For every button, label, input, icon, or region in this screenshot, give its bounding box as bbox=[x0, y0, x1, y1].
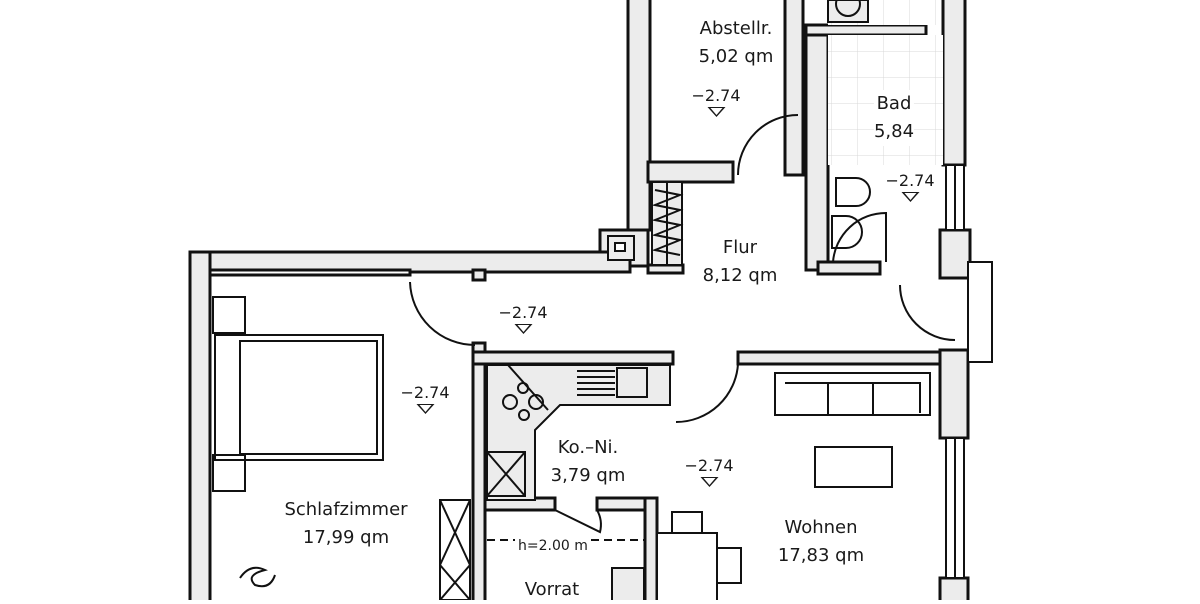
room-name: Vorrat bbox=[524, 579, 580, 600]
room-label-vorrat: Vorrat bbox=[525, 576, 580, 604]
vorrat-height-note: h=2.00 m bbox=[515, 538, 591, 554]
room-area: 8,12 qm bbox=[702, 265, 778, 286]
level-marker-abstellraum: −2.74 bbox=[691, 87, 741, 117]
room-label-flur: Flur 8,12 qm bbox=[703, 234, 778, 290]
level-marker-kochnische: −2.74 bbox=[684, 457, 734, 487]
level-marker-bad: −2.74 bbox=[885, 172, 935, 202]
level-triangle-icon bbox=[901, 192, 919, 202]
room-area: 5,84 bbox=[873, 121, 915, 142]
room-label-schlafzimmer: Schlafzimmer 17,99 qm bbox=[284, 496, 407, 552]
level-triangle-icon bbox=[416, 404, 434, 414]
room-name: Flur bbox=[722, 237, 758, 258]
windows bbox=[945, 164, 993, 579]
room-label-abstellraum: Abstellr. 5,02 qm bbox=[699, 15, 774, 71]
room-area: 17,83 qm bbox=[777, 545, 865, 566]
room-name: Abstellr. bbox=[699, 18, 773, 39]
level-triangle-icon bbox=[707, 107, 725, 117]
room-area: 3,79 qm bbox=[550, 465, 626, 486]
level-triangle-icon bbox=[700, 477, 718, 487]
level-triangle-icon bbox=[514, 324, 532, 334]
room-name: Wohnen bbox=[784, 517, 858, 538]
room-name: Ko.–Ni. bbox=[557, 437, 619, 458]
level-marker-flur: −2.74 bbox=[498, 304, 548, 334]
room-area: 5,02 qm bbox=[698, 46, 774, 67]
room-label-kochnische: Ko.–Ni. 3,79 qm bbox=[551, 434, 626, 490]
room-label-wohnen: Wohnen 17,83 qm bbox=[778, 514, 864, 570]
room-name: Bad bbox=[876, 93, 912, 114]
room-name: Schlafzimmer bbox=[284, 499, 408, 520]
level-marker-schlafzimmer: −2.74 bbox=[400, 384, 450, 414]
room-label-bad: Bad 5,84 bbox=[873, 90, 915, 146]
fixtures bbox=[212, 0, 931, 600]
room-area: 17,99 qm bbox=[302, 527, 390, 548]
